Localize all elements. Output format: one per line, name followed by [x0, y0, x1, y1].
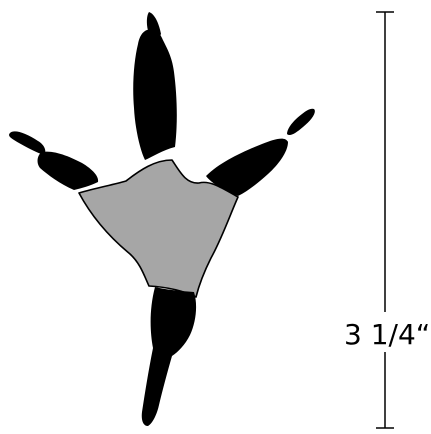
right-toe-claw	[287, 109, 315, 135]
left-toe	[38, 152, 99, 190]
left-toe-claw	[9, 131, 45, 155]
middle-toe-claw	[147, 12, 161, 37]
hind-toe	[142, 287, 196, 426]
measurement-label: 3 1/4“	[344, 318, 430, 351]
middle-toe	[133, 29, 177, 160]
